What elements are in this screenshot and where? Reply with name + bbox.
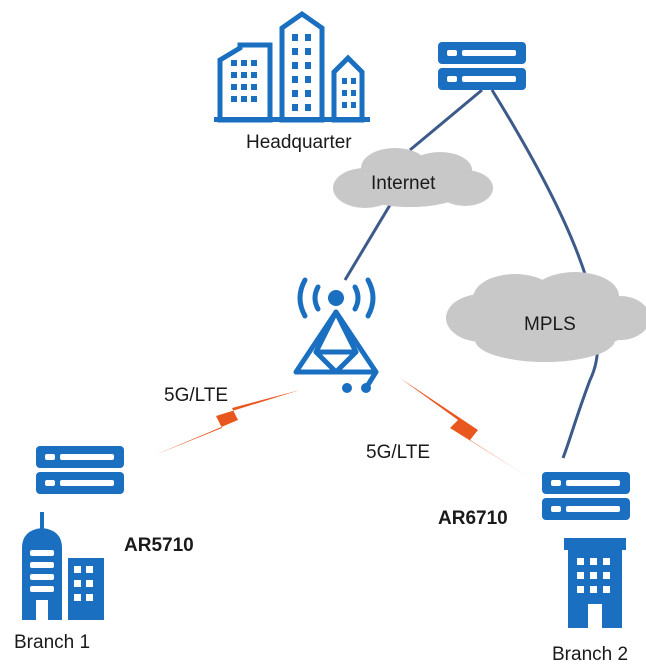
branch2-label: Branch 2 xyxy=(552,644,628,664)
internet-to-tower-link xyxy=(343,204,392,281)
link-left-label: 5G/LTE xyxy=(164,385,228,406)
router-right-label: AR6710 xyxy=(438,508,508,529)
cell-tower-icon xyxy=(293,277,379,393)
internet-label: Internet xyxy=(371,173,436,194)
branch1-building-icon xyxy=(22,512,104,620)
hq-to-internet-link xyxy=(409,88,483,152)
lightning-right-icon xyxy=(400,378,530,478)
branch2-router-icon xyxy=(542,472,630,520)
headquarter-label: Headquarter xyxy=(246,132,352,153)
router-left-label: AR5710 xyxy=(124,535,194,556)
mpls-label: MPLS xyxy=(524,314,576,335)
mpls-cloud xyxy=(446,272,646,362)
branch2-building-icon xyxy=(564,538,626,628)
link-right-label: 5G/LTE xyxy=(366,442,430,463)
headquarter-buildings-icon xyxy=(214,10,370,123)
lightning-left-icon xyxy=(155,390,300,455)
branch1-label: Branch 1 xyxy=(14,632,90,653)
internet-cloud xyxy=(333,148,493,208)
branch1-router-icon xyxy=(36,446,124,494)
hq-router-icon xyxy=(438,42,526,90)
